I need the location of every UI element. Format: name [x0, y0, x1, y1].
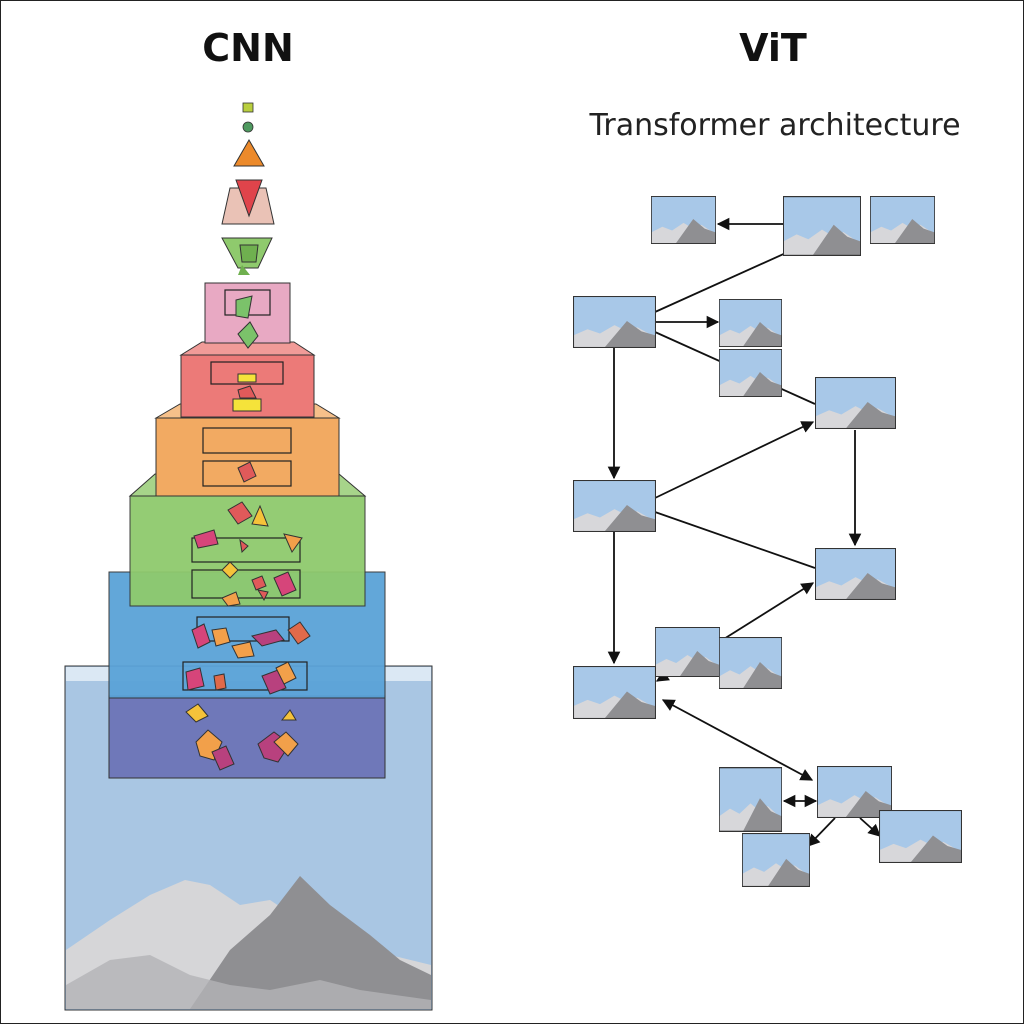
patch-6 [719, 349, 782, 397]
patch-5 [719, 299, 782, 347]
patch-13 [719, 767, 782, 832]
patch-8 [573, 480, 656, 532]
cnn-title: CNN [202, 26, 294, 70]
patch-10 [655, 627, 720, 677]
vit-title: ViT [739, 26, 807, 70]
cnn-layer-indigo [108, 695, 386, 779]
patch-2 [783, 196, 861, 256]
cnn-layer-orange [154, 403, 341, 497]
patch-7 [815, 377, 896, 429]
vit-patches [573, 196, 962, 887]
patch-9 [815, 548, 896, 600]
patch-16 [879, 810, 962, 863]
patch-1 [651, 196, 716, 244]
cnn-feature-fragments [185, 295, 311, 771]
cnn-apex-shapes [221, 102, 275, 275]
patch-15 [742, 833, 810, 887]
patch-11 [719, 637, 782, 689]
patch-4 [573, 296, 656, 348]
patch-3 [870, 196, 935, 244]
patch-12 [573, 666, 656, 719]
vit-subtitle: Transformer architecture [589, 108, 961, 143]
